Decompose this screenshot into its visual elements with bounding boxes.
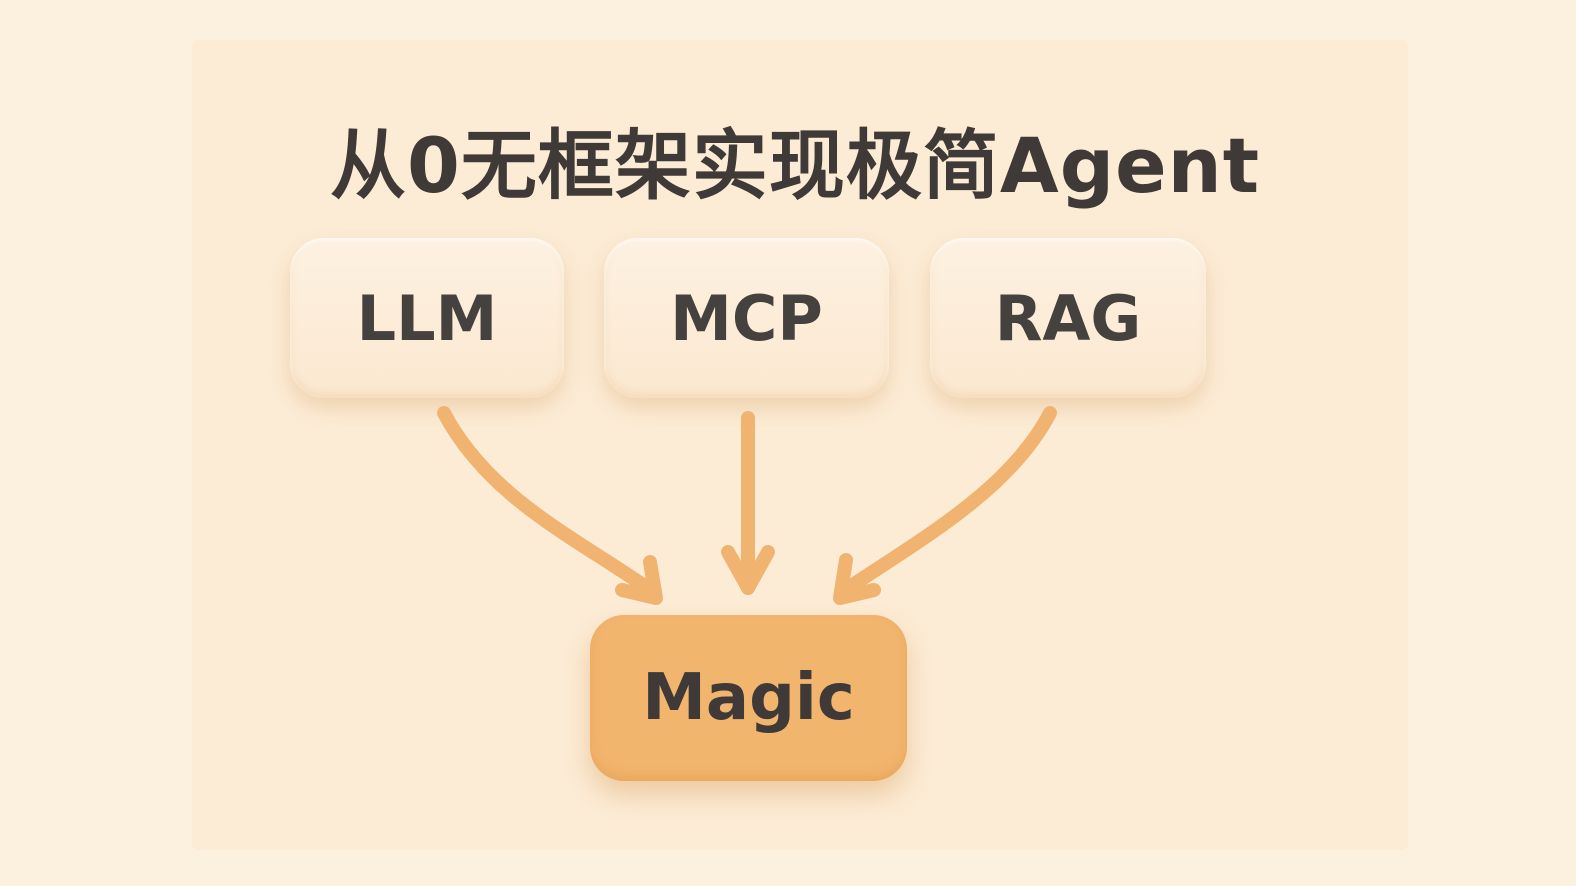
edge-llm-magic-head (615, 555, 663, 605)
edge-mcp-magic-head (721, 545, 775, 595)
diagram-title: 从0无框架实现极简Agent (330, 121, 1261, 210)
node-magic: Magic (590, 615, 907, 781)
node-llm: LLM (290, 238, 564, 398)
edge-llm-magic (437, 406, 657, 597)
edge-rag-magic-head (833, 553, 881, 605)
node-mcp: MCP (604, 238, 889, 398)
edge-rag-magic (835, 406, 1057, 599)
node-rag: RAG (930, 238, 1206, 398)
